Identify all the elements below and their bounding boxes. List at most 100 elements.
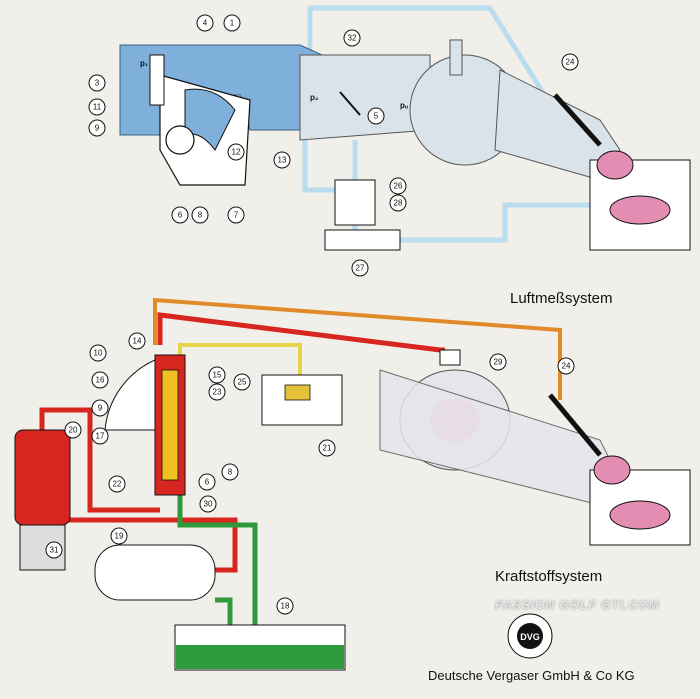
fuel-line-yellow [178, 343, 302, 380]
callout-circle [91, 399, 109, 417]
air-line-return [400, 202, 590, 243]
callout-number: 14 [133, 337, 142, 346]
callout-circle [221, 463, 239, 481]
callout-number: 20 [69, 426, 78, 435]
callout-number: 13 [278, 156, 287, 165]
callout-number: 25 [238, 378, 247, 387]
callout-number: 27 [356, 264, 365, 273]
callout-number: 18 [281, 602, 290, 611]
callout-circle [233, 373, 251, 391]
fuel-callout-22: 22 [108, 475, 126, 493]
callout-circle [208, 366, 226, 384]
warmup-regulator-core [284, 384, 311, 401]
fuel-callout-9: 9 [91, 399, 109, 417]
fuel-callout-21: 21 [318, 439, 336, 457]
fuel-line-red-feed [39, 407, 160, 513]
pu-label: pᵤ [400, 101, 408, 110]
callout-circle [88, 98, 106, 116]
callout-circle [110, 527, 128, 545]
air-system-title: Luftmeßsystem [510, 290, 613, 307]
cylinder-bottom [609, 500, 671, 530]
fuel-callout-17: 17 [91, 427, 109, 445]
callout-number: 12 [232, 148, 241, 157]
air-meter-spring [149, 54, 165, 106]
fuel-callout-10: 10 [89, 344, 107, 362]
fuel-accumulator [14, 429, 71, 526]
combustion-top [596, 150, 634, 180]
air-callout-27: 27 [351, 259, 369, 277]
injector-top [553, 93, 602, 147]
callout-circle [91, 371, 109, 389]
fuel-meter-arc [104, 359, 156, 431]
cold-start-valve [439, 349, 461, 366]
p1-label: p₁ [140, 59, 149, 68]
callout-number: 7 [234, 211, 239, 220]
fuel-callout-6: 6 [198, 473, 216, 491]
callout-circle [199, 495, 217, 513]
air-callout-12: 12 [227, 143, 245, 161]
callout-number: 19 [115, 532, 124, 541]
callout-circle [489, 353, 507, 371]
callout-number: 15 [213, 371, 222, 380]
fuel-callout-8: 8 [221, 463, 239, 481]
callout-circle [351, 259, 369, 277]
air-line-overhead [307, 5, 563, 122]
callout-number: 8 [198, 211, 203, 220]
callout-circle [276, 597, 294, 615]
fuel-callout-31: 31 [45, 541, 63, 559]
callout-circle [389, 177, 407, 195]
air-callout-1: 1 [223, 14, 241, 32]
callout-number: 22 [113, 480, 122, 489]
callout-number: 29 [494, 358, 503, 367]
air-throttle-neck [449, 39, 463, 76]
fuel-callout-23: 23 [208, 383, 226, 401]
callout-number: 24 [562, 362, 571, 371]
callout-circle [198, 473, 216, 491]
air-callout-8: 8 [191, 206, 209, 224]
fuel-callout-19: 19 [110, 527, 128, 545]
air-chamber [299, 54, 431, 141]
callout-circle [561, 53, 579, 71]
fuel-tank-level [176, 645, 344, 669]
logo-center-text: DVG [520, 632, 540, 642]
callout-number: 3 [95, 79, 100, 88]
callout-number: 17 [96, 432, 105, 441]
callout-number: 23 [213, 388, 222, 397]
fuel-system-title: Kraftstoffsystem [495, 568, 603, 585]
callout-circle [88, 74, 106, 92]
p2-label: p₂ [310, 93, 319, 102]
cylinder-top [609, 195, 671, 225]
air-callout-3: 3 [88, 74, 106, 92]
air-callout-4: 4 [196, 14, 214, 32]
fuel-callout-15: 15 [208, 366, 226, 384]
callout-number: 9 [95, 124, 100, 133]
fuel-callout-24: 24 [557, 357, 575, 375]
air-callout-5: 5 [367, 107, 385, 125]
callout-number: 5 [374, 112, 379, 121]
injector-bottom [548, 393, 602, 457]
fuel-callout-18: 18 [276, 597, 294, 615]
callout-number: 30 [204, 500, 213, 509]
fuel-callout-20: 20 [64, 421, 82, 439]
callout-number: 28 [394, 199, 403, 208]
callout-circle [343, 29, 361, 47]
callout-circle [91, 427, 109, 445]
callout-number: 32 [348, 34, 357, 43]
air-callout-9: 9 [88, 119, 106, 137]
callout-circle [64, 421, 82, 439]
callout-circle [108, 475, 126, 493]
callout-circle [171, 206, 189, 224]
air-control-tee [324, 229, 401, 251]
watermark-text: PASSION GOLF GTI.COM [495, 598, 660, 612]
callout-circle [227, 206, 245, 224]
air-callout-28: 28 [389, 194, 407, 212]
combustion-bottom [593, 455, 631, 485]
callout-number: 8 [228, 468, 233, 477]
air-callout-13: 13 [273, 151, 291, 169]
callout-circle [45, 541, 63, 559]
fuel-callout-30: 30 [199, 495, 217, 513]
fuel-callout-25: 25 [233, 373, 251, 391]
air-callout-11: 11 [88, 98, 106, 116]
